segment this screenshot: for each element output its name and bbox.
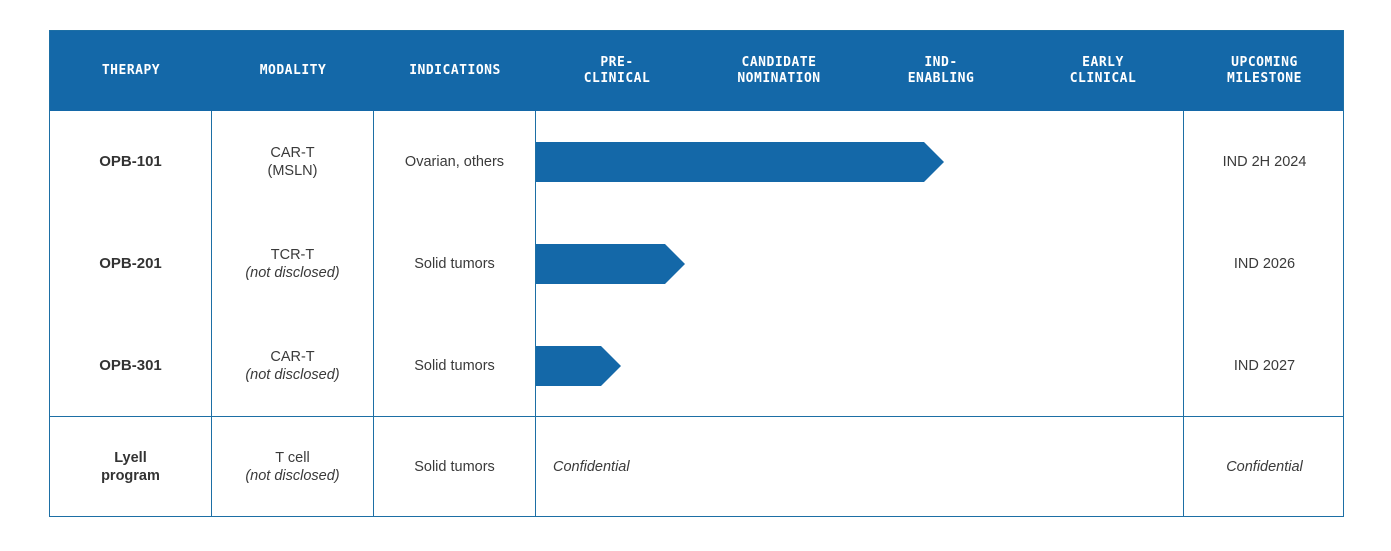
header-indications: INDICATIONS xyxy=(409,63,501,78)
modality-label: TCR-T xyxy=(270,247,315,263)
modality-sub: (not disclosed) xyxy=(245,468,340,484)
modality-sub: (not disclosed) xyxy=(245,366,340,383)
modality-sub: (not disclosed) xyxy=(245,265,340,281)
modality-cell: T cell (not disclosed) xyxy=(212,417,373,517)
modality-label: CAR-T xyxy=(270,145,315,161)
pipeline-table: THERAPY MODALITY INDICATIONS PRE- CLINIC… xyxy=(49,30,1344,517)
divider xyxy=(50,416,1343,417)
milestone: IND 2026 xyxy=(1233,256,1296,272)
milestone: IND 2027 xyxy=(1233,357,1296,374)
modality-cell: CAR-T (MSLN) xyxy=(212,111,373,213)
therapy-name: OPB-301 xyxy=(99,356,162,374)
table-header: THERAPY MODALITY INDICATIONS PRE- CLINIC… xyxy=(50,31,1343,111)
divider xyxy=(211,111,212,516)
indication: Solid tumors xyxy=(414,357,495,374)
progress-bar xyxy=(536,244,685,284)
header-ind-enabling: IND- ENABLING xyxy=(907,55,975,86)
header-candidate-nomination: CANDIDATE NOMINATION xyxy=(737,55,821,86)
divider xyxy=(1183,111,1184,516)
modality-cell: CAR-T (not disclosed) xyxy=(212,315,373,416)
header-therapy: THERAPY xyxy=(101,63,161,78)
header-upcoming-milestone: UPCOMING MILESTONE xyxy=(1227,55,1302,86)
therapy-name: OPB-101 xyxy=(99,153,162,170)
header-early-clinical: EARLY CLINICAL xyxy=(1069,55,1137,86)
stage-confidential: Confidential xyxy=(553,459,630,475)
header-modality: MODALITY xyxy=(259,63,327,78)
milestone: Confidential xyxy=(1226,459,1303,475)
therapy-name: OPB-201 xyxy=(99,255,162,272)
divider xyxy=(373,111,374,516)
modality-cell: TCR-T (not disclosed) xyxy=(212,213,373,315)
therapy-name: Lyell program xyxy=(101,450,160,484)
divider xyxy=(535,111,536,516)
modality-label: CAR-T xyxy=(270,348,315,365)
indication: Solid tumors xyxy=(414,256,495,272)
progress-bar xyxy=(536,346,621,386)
progress-bar xyxy=(536,142,944,182)
indication: Solid tumors xyxy=(414,459,495,475)
modality-label: T cell xyxy=(275,450,310,466)
header-preclinical: PRE- CLINICAL xyxy=(583,55,651,86)
milestone: IND 2H 2024 xyxy=(1222,154,1307,170)
indication: Ovarian, others xyxy=(404,154,505,170)
modality-sub: (MSLN) xyxy=(267,163,318,179)
